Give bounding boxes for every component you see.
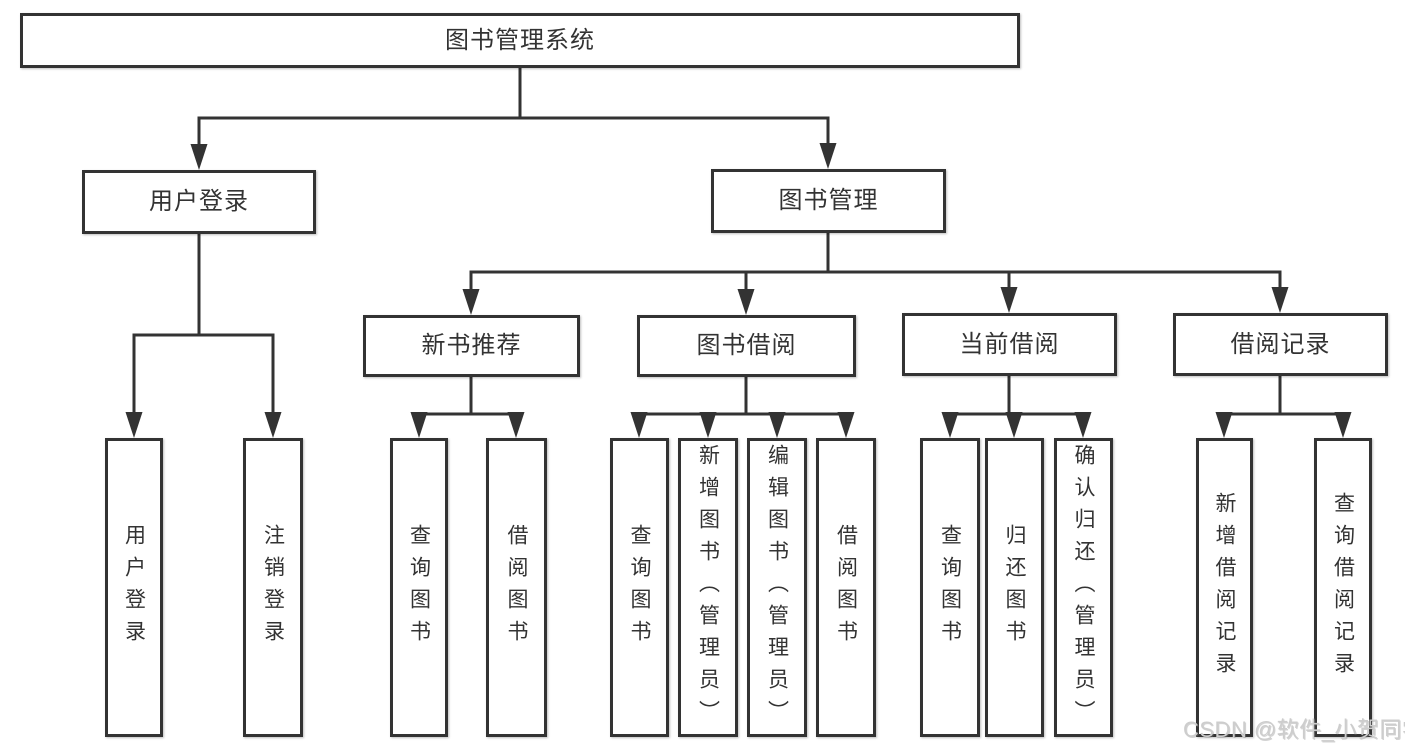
node-label: 注销登录 — [261, 523, 285, 652]
node-label: 查询图书 — [938, 523, 962, 652]
arrow-down-icon — [819, 143, 837, 169]
node-label: 新增图书（管理员） — [696, 443, 720, 732]
arrow-down-icon — [699, 412, 717, 438]
node-label: 图书管理系统 — [445, 26, 595, 54]
node-book-borrowing: 图书借阅 — [637, 315, 856, 377]
arrow-down-icon — [507, 412, 525, 438]
arrowheads-group — [125, 143, 1352, 438]
node-leaf-confirm-return-admin: 确认归还（管理员） — [1054, 438, 1113, 737]
node-leaf-user-login: 用户登录 — [105, 438, 163, 737]
node-label: 借阅记录 — [1230, 330, 1331, 358]
node-leaf-logout: 注销登录 — [243, 438, 303, 737]
node-user-login: 用户登录 — [82, 170, 316, 234]
arrow-down-icon — [630, 412, 648, 438]
arrow-down-icon — [941, 412, 959, 438]
node-label: 查询图书 — [407, 523, 431, 652]
arrow-down-icon — [1000, 287, 1018, 313]
node-leaf-add-borrow-record: 新增借阅记录 — [1196, 438, 1253, 737]
node-label: 借阅图书 — [834, 523, 858, 652]
node-label: 查询借阅记录 — [1331, 491, 1355, 684]
node-label: 编辑图书（管理员） — [765, 443, 789, 732]
arrow-down-icon — [462, 289, 480, 315]
arrow-down-icon — [1215, 412, 1233, 438]
node-label: 用户登录 — [149, 188, 249, 215]
node-leaf-query-books-recommend: 查询图书 — [390, 438, 448, 737]
arrow-down-icon — [410, 412, 428, 438]
node-label: 图书管理 — [778, 187, 879, 214]
node-label: 查询图书 — [628, 523, 651, 652]
node-label: 确认归还（管理员） — [1072, 443, 1095, 732]
arrow-down-icon — [1271, 287, 1289, 313]
node-leaf-edit-book-admin: 编辑图书（管理员） — [747, 438, 807, 737]
arrow-down-icon — [264, 412, 282, 438]
node-label: 新书推荐 — [421, 332, 522, 359]
node-label: 图书借阅 — [696, 332, 797, 359]
node-label: 用户登录 — [122, 523, 146, 652]
node-leaf-borrow-books: 借阅图书 — [816, 438, 876, 737]
node-leaf-return-books: 归还图书 — [985, 438, 1044, 737]
node-current-borrowing: 当前借阅 — [902, 313, 1117, 376]
arrow-down-icon — [125, 412, 143, 438]
arrow-down-icon — [1005, 412, 1023, 438]
node-library-management-system: 图书管理系统 — [20, 13, 1020, 68]
arrow-down-icon — [837, 412, 855, 438]
node-leaf-query-borrow-record: 查询借阅记录 — [1314, 438, 1372, 737]
node-leaf-borrow-books-recommend: 借阅图书 — [486, 438, 547, 737]
node-label: 借阅图书 — [505, 523, 528, 652]
arrow-down-icon — [190, 144, 208, 170]
node-leaf-query-books-current: 查询图书 — [920, 438, 980, 737]
node-label: 新增借阅记录 — [1213, 491, 1236, 684]
node-label: 当前借阅 — [959, 330, 1060, 358]
arrow-down-icon — [737, 289, 755, 315]
node-leaf-query-books-borrow: 查询图书 — [610, 438, 669, 737]
arrow-down-icon — [1074, 412, 1092, 438]
node-leaf-add-book-admin: 新增图书（管理员） — [678, 438, 738, 737]
node-book-management: 图书管理 — [711, 169, 946, 233]
arrow-down-icon — [1334, 412, 1352, 438]
node-borrowing-records: 借阅记录 — [1173, 313, 1388, 376]
node-label: 归还图书 — [1003, 523, 1026, 652]
node-new-book-recommendation: 新书推荐 — [363, 315, 580, 377]
arrow-down-icon — [768, 412, 786, 438]
watermark: CSDN @软件_小贺同学 — [1183, 717, 1405, 742]
